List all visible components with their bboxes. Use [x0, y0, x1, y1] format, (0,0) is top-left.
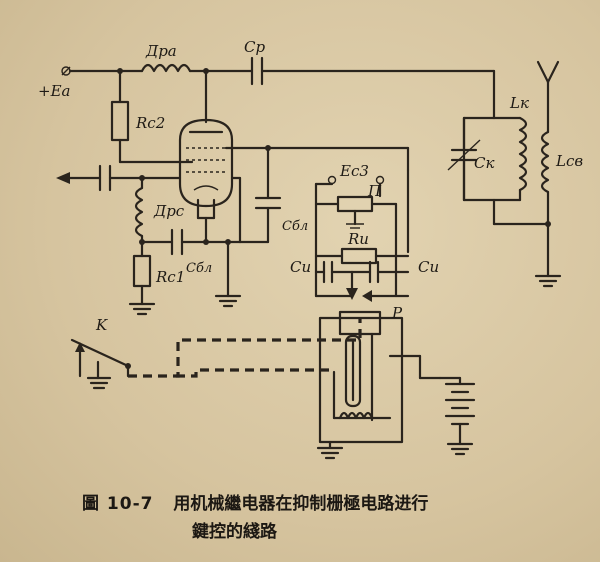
- coil-lk: [518, 116, 528, 192]
- label-choke-a: Дра: [145, 42, 177, 60]
- label-coil-sv: Lсв: [555, 152, 583, 170]
- label-key: K: [95, 316, 108, 334]
- potentiometer: [336, 195, 374, 213]
- figure-caption: 圖 10-7 用机械繼电器在抑制栅極电路进行 鍵控的綫路: [82, 490, 562, 546]
- ground-2: [128, 302, 156, 316]
- capacitor-ci-right: [368, 260, 380, 284]
- resistor-rc2: [110, 100, 130, 142]
- label-cap-bl-right: Cбл: [282, 219, 308, 234]
- supply-terminal: [61, 66, 71, 76]
- choke-c: [134, 186, 144, 238]
- antenna: [536, 60, 560, 84]
- capacitor-input: [98, 164, 112, 192]
- telegraph-key: [70, 338, 131, 378]
- label-cap-p: Cp: [244, 38, 265, 56]
- caption-line-1: 用机械繼电器在抑制栅極电路进行: [173, 494, 429, 514]
- label-supply: +Ea: [38, 82, 70, 100]
- label-relay: P: [391, 304, 403, 322]
- ground-relay: [316, 446, 344, 460]
- label-cap-k: Cк: [474, 154, 494, 172]
- resistor-ri: [340, 247, 378, 265]
- capacitor-ci-left: [322, 260, 334, 284]
- capacitor-cbl-left: [170, 228, 184, 256]
- circuit-diagram: +Ea Дра Cp Rc2 Lк Cк Lсв Ec3 П Rи Cи Cи …: [38, 38, 583, 460]
- figure-number: 圖 10-7: [82, 494, 154, 514]
- label-coil-k: Lк: [509, 94, 529, 112]
- vacuum-tube: [178, 69, 234, 220]
- bias-terminal: [327, 175, 337, 185]
- choke-a: [140, 63, 192, 73]
- label-cap-i-right: Cи: [418, 258, 439, 276]
- ground-battery: [446, 442, 474, 456]
- input-arrow: [56, 172, 70, 184]
- caption-line-2: 鍵控的綫路: [192, 522, 277, 542]
- label-cap-bl-left: Cбл: [186, 261, 212, 276]
- label-pot: П: [367, 182, 382, 200]
- resistor-rc1: [132, 254, 152, 288]
- ground-antenna: [534, 274, 562, 288]
- relay: [318, 310, 422, 444]
- battery: [444, 382, 476, 426]
- ground-key: [86, 376, 112, 390]
- label-bias: Ec3: [339, 162, 369, 180]
- label-res-c1: Rc1: [155, 268, 185, 286]
- label-cap-i-left: Cи: [290, 258, 311, 276]
- label-res-i: Rи: [347, 230, 369, 248]
- ground-1: [214, 294, 242, 308]
- capacitor-cbl-right: [254, 196, 282, 210]
- label-choke-c: Дрс: [153, 202, 185, 220]
- ground-pot: [346, 223, 364, 229]
- coil-lsv: [540, 130, 550, 194]
- label-res-c2: Rc2: [135, 114, 165, 132]
- capacitor-cp: [250, 56, 264, 86]
